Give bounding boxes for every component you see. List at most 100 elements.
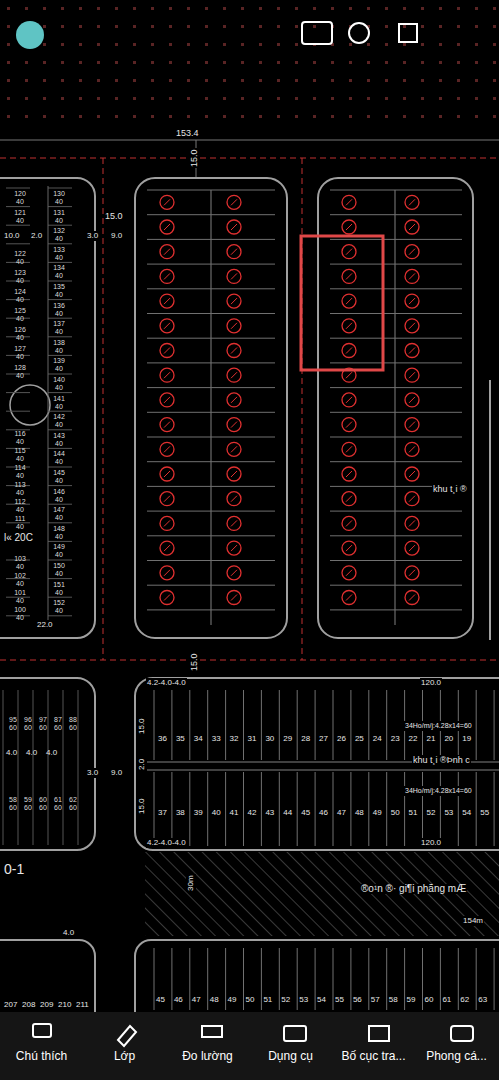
lot-line xyxy=(207,772,208,846)
lot-line xyxy=(164,520,170,526)
toolbar-band xyxy=(0,1012,499,1080)
dimension-label: 120.0 xyxy=(420,678,442,688)
lot-line xyxy=(297,948,298,1010)
lot-line xyxy=(494,948,495,1010)
lot-circle xyxy=(160,516,174,530)
lot-number: 88 60 xyxy=(66,716,80,732)
lot-circle xyxy=(227,418,241,432)
lot-line xyxy=(297,772,298,846)
dimension-label: 3.0 xyxy=(86,768,99,778)
lot-number: 209 xyxy=(40,1000,53,1010)
lot-line xyxy=(48,392,72,393)
hatched-strip xyxy=(145,852,499,936)
lot-line xyxy=(231,298,237,304)
lot-number: 47 xyxy=(192,995,201,1005)
lot-line xyxy=(164,372,170,378)
lot-line xyxy=(409,199,415,205)
lot-line xyxy=(386,772,387,846)
lot-line xyxy=(231,471,237,477)
dimension-label: 22.0 xyxy=(36,620,54,630)
dimension-label: 15.0 xyxy=(137,797,147,815)
lot-circle xyxy=(342,245,356,259)
lot-number: 46 xyxy=(174,995,183,1005)
lot-line xyxy=(330,239,462,240)
lot-number: 52 xyxy=(281,995,290,1005)
lot-number: 139 40 xyxy=(52,357,66,373)
lot-line xyxy=(154,948,155,1010)
lot-circle xyxy=(342,393,356,407)
dimension-label: 34Ho/m/j:4.28x14=60 xyxy=(404,786,473,796)
dimension-label: 120.0 xyxy=(420,838,442,848)
lot-circle xyxy=(160,344,174,358)
lot-circle xyxy=(227,344,241,358)
lot-circle xyxy=(227,516,241,530)
lot-number: 134 40 xyxy=(52,264,66,280)
lot-number: 149 40 xyxy=(52,543,66,559)
lot-line xyxy=(6,188,30,189)
lot-circle xyxy=(405,319,419,333)
lot-line xyxy=(409,471,415,477)
lot-number: 114 40 xyxy=(13,464,27,480)
lot-number: 56 xyxy=(353,995,362,1005)
lot-line xyxy=(231,595,237,601)
lot-number: 61 60 xyxy=(51,796,65,812)
lot-line xyxy=(350,772,351,846)
lot-number: 137 40 xyxy=(52,320,66,336)
lot-number: 144 40 xyxy=(52,450,66,466)
lot-line xyxy=(243,690,244,760)
lot-number: 103 40 xyxy=(13,555,27,571)
lot-number: 138 40 xyxy=(52,339,66,355)
lot-line xyxy=(409,397,415,403)
lot-number: 49 xyxy=(373,808,382,818)
lot-line xyxy=(231,348,237,354)
lot-line xyxy=(330,461,462,462)
dimension-label: l« 20C xyxy=(3,533,34,543)
dimension-label: 3.0 xyxy=(86,231,99,241)
lot-line xyxy=(48,336,72,337)
lot-line xyxy=(346,496,352,502)
lot-number: 111 40 xyxy=(13,515,27,531)
lot-line xyxy=(330,535,462,536)
lot-line xyxy=(147,461,275,462)
lot-line xyxy=(164,545,170,551)
lot-number: 101 40 xyxy=(13,589,27,605)
lot-line xyxy=(231,199,237,205)
lot-circle xyxy=(342,541,356,555)
lot-line xyxy=(48,299,72,300)
lot-number: 57 xyxy=(371,995,380,1005)
lot-line xyxy=(189,948,190,1010)
lot-line xyxy=(330,362,462,363)
lot-number: 19 xyxy=(462,734,471,744)
lot-line xyxy=(48,522,72,523)
lot-number: 52 xyxy=(427,808,436,818)
lot-number: 61 xyxy=(442,995,451,1005)
lot-line xyxy=(440,772,441,846)
lot-line xyxy=(409,224,415,230)
lot-line xyxy=(6,243,30,244)
lot-number: 53 xyxy=(299,995,308,1005)
lot-circle xyxy=(160,319,174,333)
lot-circle xyxy=(160,269,174,283)
lot-number: 210 xyxy=(58,1000,71,1010)
lot-circle xyxy=(227,294,241,308)
lot-number: 116 40 xyxy=(13,430,27,446)
selection-box xyxy=(301,236,383,370)
toolbar-button: Bố cục tra... xyxy=(332,1046,415,1064)
lot-line xyxy=(330,585,462,586)
lot-line xyxy=(476,948,477,1010)
lot-line xyxy=(330,313,462,314)
lot-line xyxy=(147,214,275,215)
lot-number: 207 xyxy=(4,1000,17,1010)
lot-circle xyxy=(160,393,174,407)
lot-line xyxy=(48,690,49,845)
lot-number: 115 40 xyxy=(13,447,27,463)
lot-line xyxy=(350,948,351,1010)
lot-number: 130 40 xyxy=(52,190,66,206)
lot-circle xyxy=(405,245,419,259)
grid-dots xyxy=(0,0,499,125)
toolbar-label: Đo lường xyxy=(182,1049,233,1063)
toolbar-label: Chú thích xyxy=(16,1049,67,1063)
lot-number: 4.0 xyxy=(6,748,17,758)
lot-line xyxy=(48,504,72,505)
top-icon xyxy=(302,22,417,44)
